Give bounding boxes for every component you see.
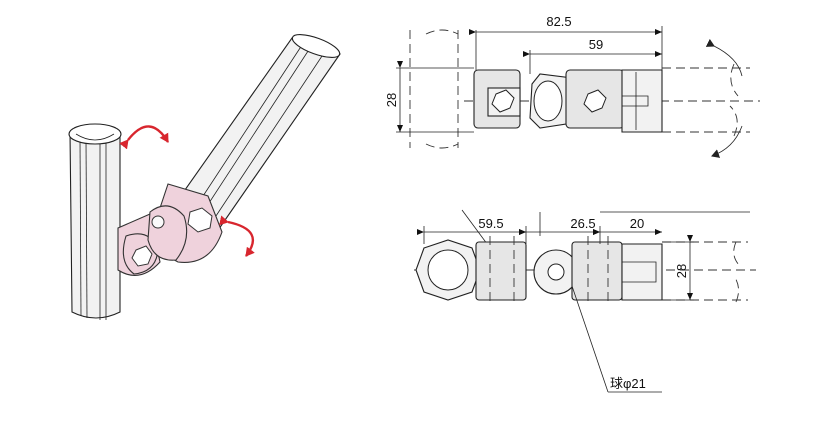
rotation-arrow-lower	[219, 215, 255, 257]
dim-mid-width: 26.5	[570, 216, 595, 231]
dim-bottom-height: 28	[674, 264, 689, 278]
dim-top-height: 28	[384, 93, 399, 107]
dim-overall-length: 82.5	[546, 14, 571, 29]
dim-inner-length: 59	[589, 37, 603, 52]
joint-upper	[147, 183, 223, 263]
isometric-view	[68, 34, 341, 320]
ball-diameter-note: 球φ21	[610, 376, 646, 391]
dim-right-width: 20	[630, 216, 644, 231]
rotation-arrow-upper	[119, 125, 170, 150]
dim-left-width: 59.5	[478, 216, 503, 231]
vertical-pipe	[68, 123, 122, 320]
bottom-view: 59.5 26.5 20 28 球φ21	[414, 209, 756, 393]
top-view: 82.5 59 28	[384, 14, 760, 158]
